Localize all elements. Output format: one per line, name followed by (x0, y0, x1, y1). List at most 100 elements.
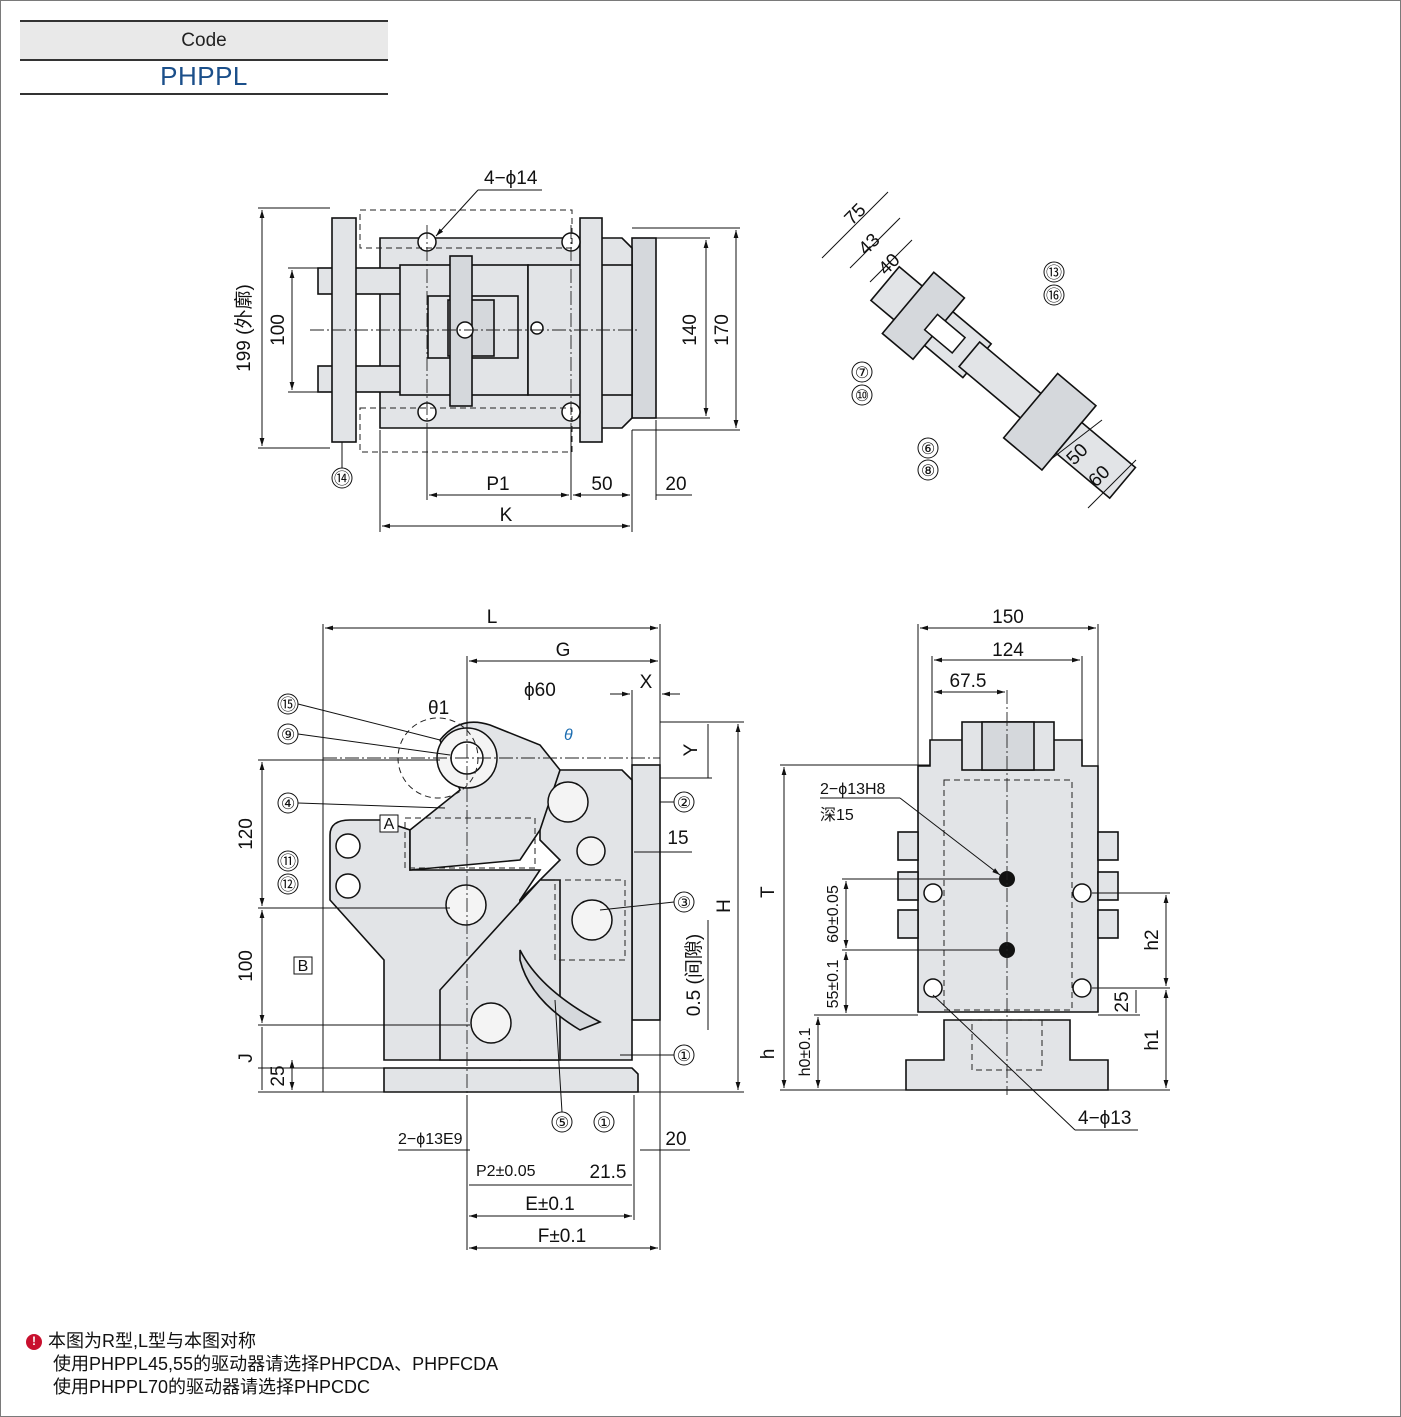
iso-part-10: ⑩ (855, 388, 869, 405)
side-hole-3 (923, 978, 943, 998)
top-pin-hole-2 (530, 321, 544, 335)
iso-part-6: ⑥ (921, 441, 935, 458)
notes: ! 本图为R型,L型与本图对称 使用PHPPL45,55的驱动器请选择PHPCD… (26, 1330, 498, 1399)
side-dim-124: 124 (992, 640, 1024, 661)
front-part-1: ① (677, 1048, 691, 1065)
part-4-leader (297, 802, 446, 809)
warning-icon: ! (26, 1333, 42, 1350)
side-hole-4 (1072, 978, 1092, 998)
part-9-leader (297, 733, 451, 756)
front-dim-l: L (487, 607, 498, 628)
front-dim-21-5: 21.5 (590, 1162, 627, 1183)
front-part-1b: ① (597, 1115, 611, 1132)
side-pin-depth: 深15 (820, 806, 854, 824)
side-dim-t: T (758, 886, 779, 898)
top-dim-170: 170 (712, 314, 733, 346)
side-dim-h: h (758, 1049, 779, 1060)
front-dim-120: 120 (236, 818, 257, 850)
part-6-circle (917, 437, 939, 459)
iso-dim-40-line (869, 239, 913, 283)
top-part-14: ⑭ (334, 470, 350, 488)
part-8-circle (917, 459, 939, 481)
note-line-2: 使用PHPPL45,55的驱动器请选择PHPCDA、PHPFCDA (53, 1354, 499, 1374)
top-dim-20: 20 (665, 474, 686, 495)
front-dim-g: G (556, 640, 571, 661)
part-3-leader (599, 901, 675, 911)
part-5-circle (551, 1111, 573, 1133)
front-part-5: ⑤ (555, 1115, 569, 1132)
side-stud-l3 (897, 909, 919, 939)
side-dim-h0: h0±0.1 (797, 1027, 814, 1076)
front-wedge (519, 949, 602, 1031)
top-plate (631, 237, 657, 419)
front-part-4: ④ (281, 796, 295, 813)
side-stud-r2 (1097, 871, 1119, 901)
iso-block-e (1054, 421, 1137, 500)
front-dim-100: 100 (236, 950, 257, 982)
part-9-circle (277, 723, 299, 745)
part-7-circle (851, 361, 873, 383)
front-dim-x: X (640, 672, 653, 693)
label-b-box (293, 956, 313, 975)
front-label-b: B (298, 958, 309, 975)
label-a-box (379, 814, 399, 833)
iso-dim-75: 75 (841, 200, 871, 230)
side-stud-l2 (897, 871, 919, 901)
top-dim-100: 100 (268, 314, 289, 346)
part-11-circle (277, 850, 299, 872)
side-holes-leader (932, 994, 1076, 1131)
front-hidden-rect (404, 817, 536, 869)
front-part-11: ⑪ (280, 853, 296, 871)
top-hidden-1 (359, 209, 573, 249)
front-part-15: ⑮ (280, 696, 296, 714)
side-stud-l1 (897, 831, 919, 861)
iso-window (923, 313, 967, 355)
side-hidden-rect (943, 779, 1073, 1011)
front-dim-y: Y (681, 743, 702, 756)
top-dim-k: K (500, 505, 513, 526)
part-4-circle (277, 792, 299, 814)
front-part-3: ③ (677, 895, 691, 912)
iso-dim-43-line (849, 217, 901, 269)
top-view: 4−ϕ14 199 (外廓) 100 140 170 P1 50 20 K ⑭ (233, 168, 740, 532)
code-label: Code (20, 20, 388, 61)
side-pin-leader (899, 797, 1001, 876)
front-label-a: A (384, 816, 395, 833)
side-dim-h1: h1 (1142, 1029, 1163, 1050)
note-row-1: ! 本图为R型,L型与本图对称 (26, 1330, 498, 1353)
iso-dim-75-line (821, 191, 889, 259)
side-hole-1 (923, 883, 943, 903)
side-top-inner (981, 721, 1035, 771)
top-dim-140: 140 (680, 314, 701, 346)
side-dim-25: 25 (1112, 991, 1133, 1012)
part-14-circle (331, 467, 353, 489)
part-5-leader (554, 999, 563, 1113)
front-dim-p2: P2±0.05 (476, 1163, 536, 1180)
iso-part-8: ⑧ (921, 463, 935, 480)
front-dim-20: 20 (665, 1129, 686, 1150)
front-pin-c (445, 884, 487, 926)
front-dim-15: 15 (667, 828, 688, 849)
front-gap: 0.5 (间隙) (683, 934, 705, 1016)
front-link (439, 879, 561, 1061)
top-dim-199: 199 (外廓) (233, 284, 255, 372)
part-16-circle (1043, 284, 1065, 306)
front-dim-25: 25 (268, 1065, 289, 1086)
front-part-9: ⑨ (281, 727, 295, 744)
front-base (383, 1067, 639, 1093)
front-dim-e: E±0.1 (525, 1194, 575, 1215)
side-dim-55: 55±0.1 (825, 959, 842, 1008)
iso-part-16: ⑯ (1046, 287, 1062, 305)
top-hidden-2 (359, 407, 573, 453)
note-line-3: 使用PHPPL70的驱动器请选择PHPCDC (53, 1377, 371, 1397)
front-pin-d (571, 899, 613, 941)
front-holes: 2−ϕ13E9 (398, 1131, 463, 1148)
side-dim-60: 60±0.05 (825, 885, 842, 943)
part-1b-circle (593, 1111, 615, 1133)
front-dim-phi60: ϕ60 (524, 680, 556, 701)
side-hole-2 (1072, 883, 1092, 903)
front-part-2: ② (677, 795, 691, 812)
side-dim-150: 150 (992, 607, 1024, 628)
top-dim-p1: P1 (486, 474, 509, 495)
